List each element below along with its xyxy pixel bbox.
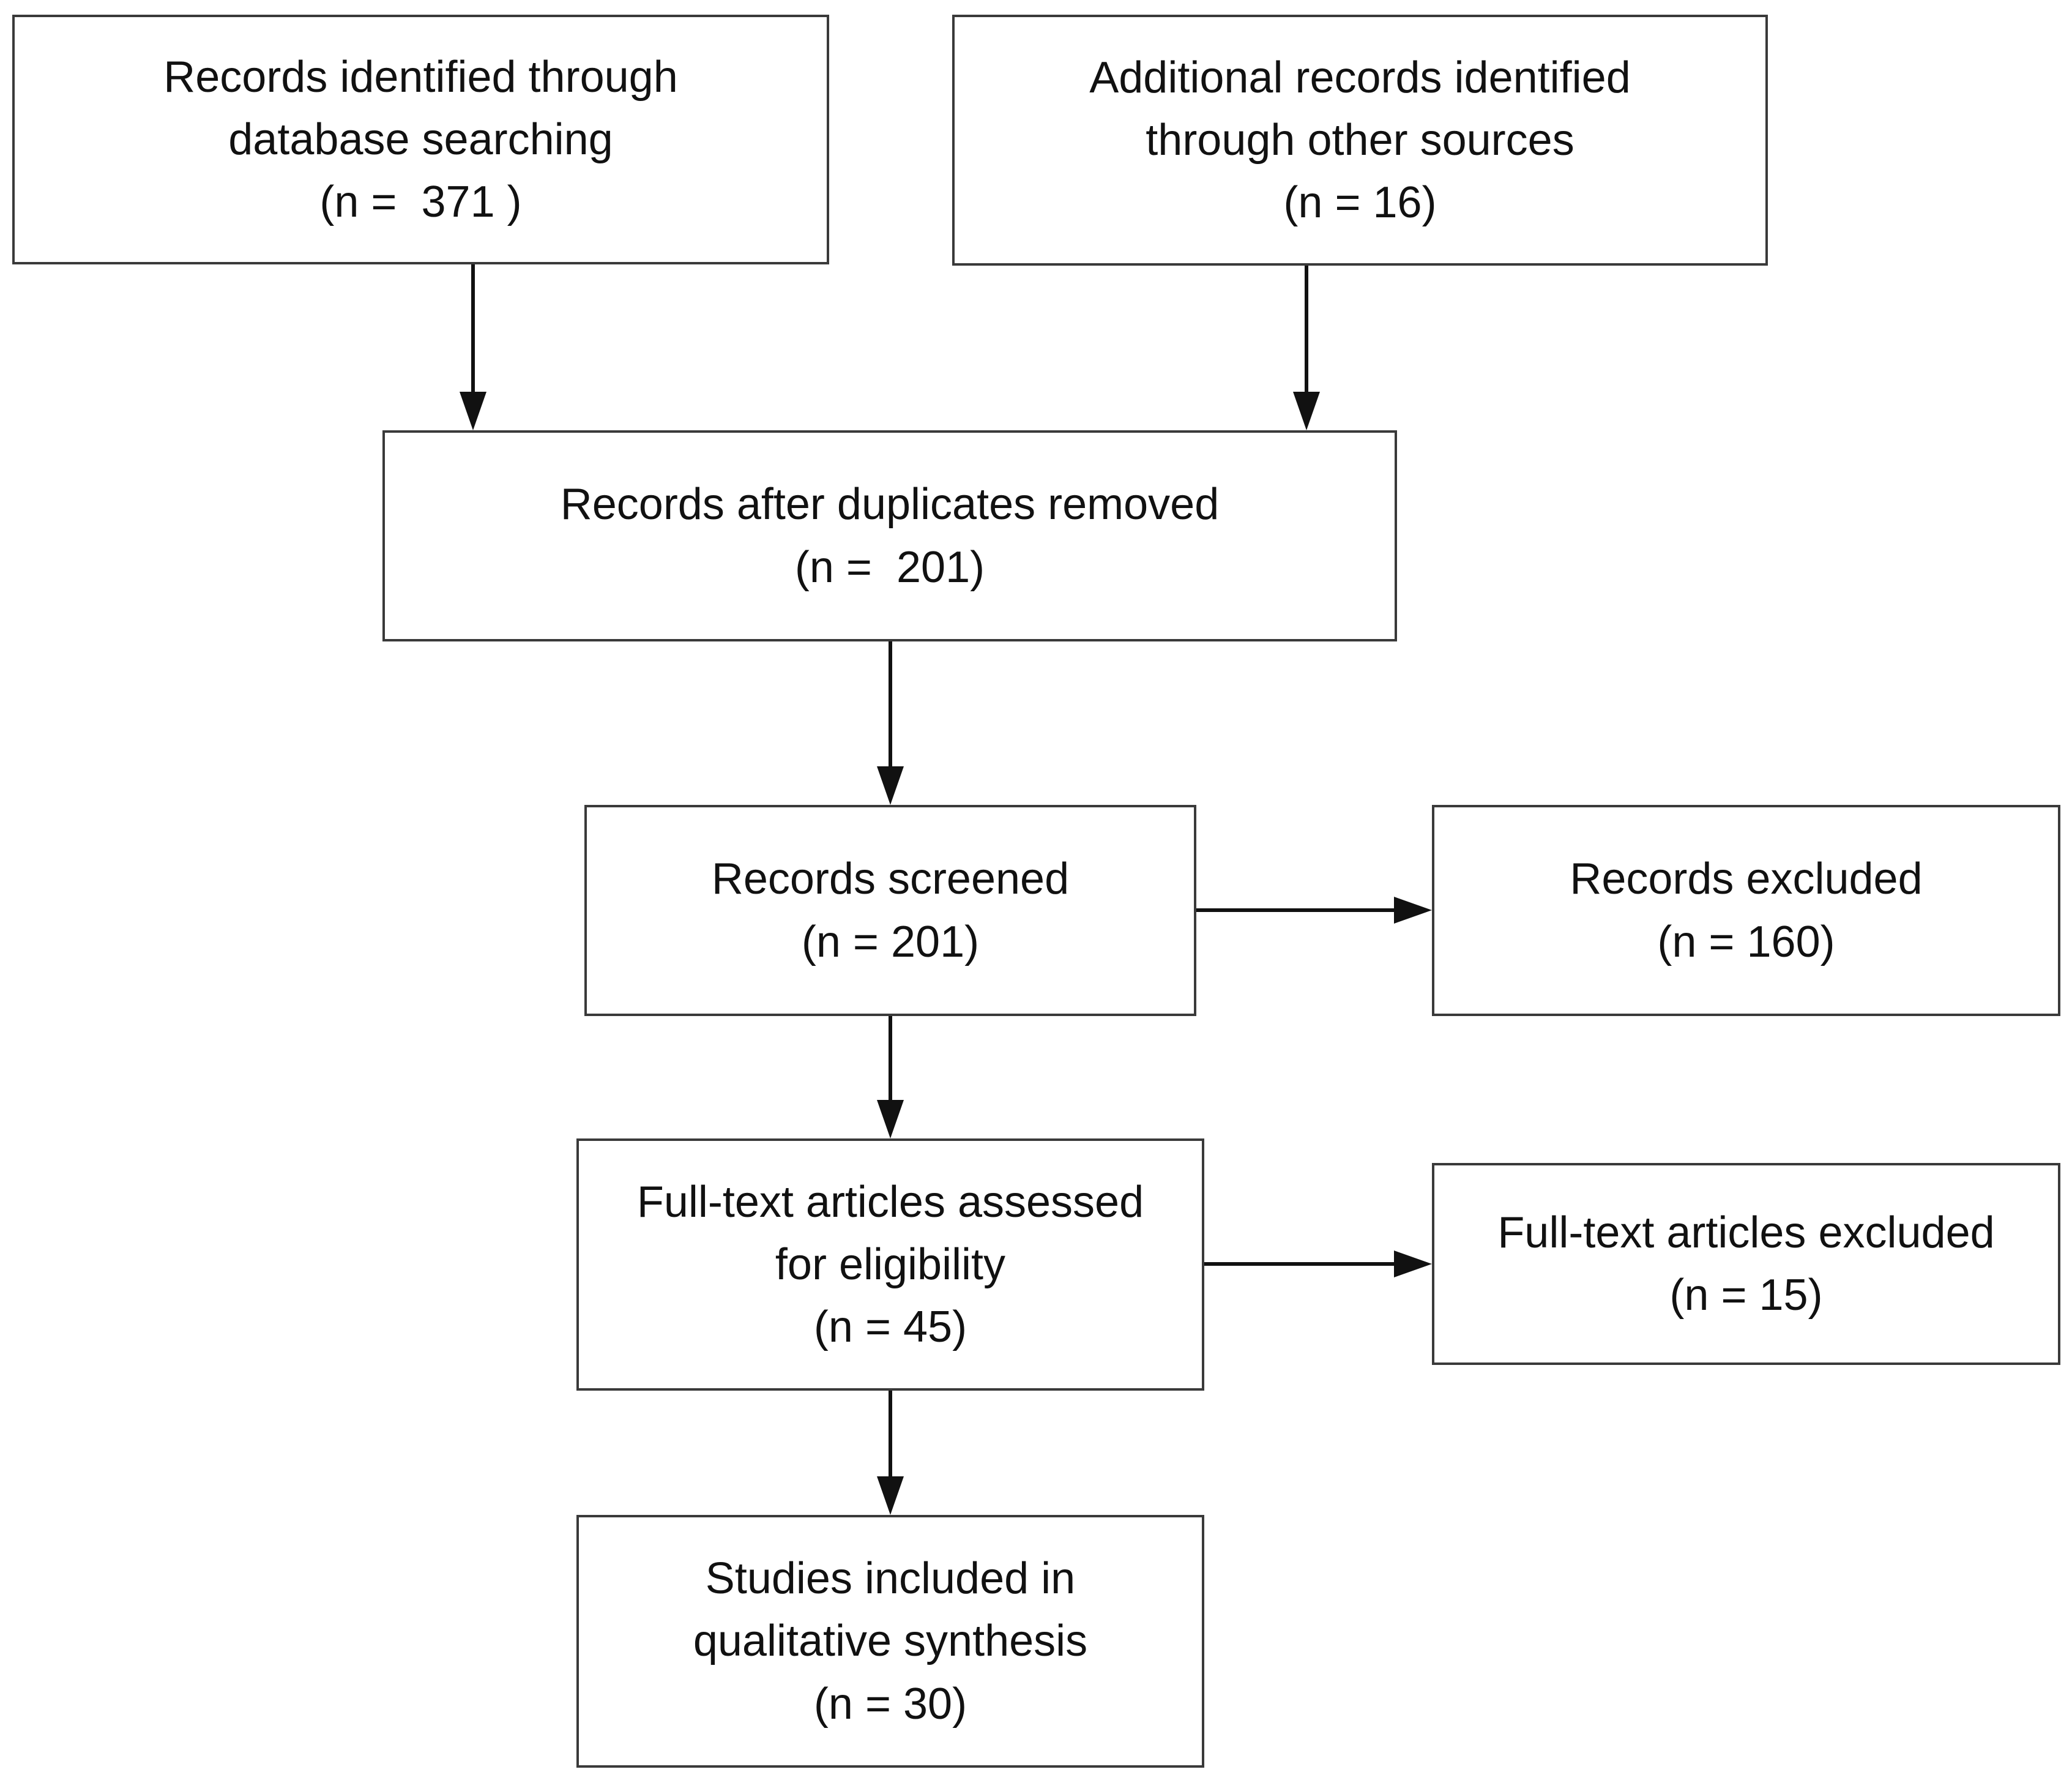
box-line: Records identified through <box>163 52 678 102</box>
full-text-excluded-box: Full-text articles excluded (n = 15) <box>1432 1163 2060 1365</box>
box-count: (n = 201) <box>801 917 980 966</box>
box-count: (n = 201) <box>794 542 985 592</box>
box-count: (n = 15) <box>1669 1271 1823 1320</box>
arrowhead-fulltext <box>877 1100 904 1138</box>
arrowhead-duplicates <box>877 766 904 805</box>
box-line: qualitative synthesis <box>693 1617 1088 1666</box>
box-count: (n = 30) <box>813 1679 967 1729</box>
box-line: through other sources <box>1146 115 1574 165</box>
records-excluded-box: Records excluded (n = 160) <box>1432 805 2060 1016</box>
box-count: (n = 371 ) <box>319 178 522 227</box>
arrowhead-included <box>877 1476 904 1515</box>
box-line: Full-text articles assessed <box>636 1177 1144 1227</box>
arrowhead-ftexcluded <box>1394 1250 1432 1277</box>
box-line: Records excluded <box>1570 854 1923 904</box>
additional-records-box: Additional records identified through ot… <box>952 15 1768 266</box>
box-count: (n = 16) <box>1283 178 1437 228</box>
arrowhead-excluded <box>1394 897 1432 924</box>
box-line: for eligibility <box>775 1239 1006 1289</box>
box-line: Records screened <box>711 854 1070 904</box>
full-text-assessed-box: Full-text articles assessed for eligibil… <box>576 1138 1204 1391</box>
records-screened-box: Records screened (n = 201) <box>584 805 1196 1016</box>
box-line: database searching <box>228 114 613 164</box>
box-count: (n = 160) <box>1657 917 1835 966</box>
arrowhead-database <box>460 392 486 430</box>
studies-included-box: Studies included in qualitative synthesi… <box>576 1515 1204 1768</box>
arrowhead-other <box>1293 392 1320 430</box>
box-count: (n = 45) <box>813 1303 967 1352</box>
records-identified-database-box: Records identified through database sear… <box>12 15 829 264</box>
box-line: Full-text articles excluded <box>1497 1208 1995 1257</box>
box-line: Studies included in <box>705 1554 1076 1604</box>
box-line: Additional records identified <box>1089 53 1631 102</box>
records-after-duplicates-box: Records after duplicates removed (n = 20… <box>382 430 1397 641</box>
box-line: Records after duplicates removed <box>560 480 1220 529</box>
